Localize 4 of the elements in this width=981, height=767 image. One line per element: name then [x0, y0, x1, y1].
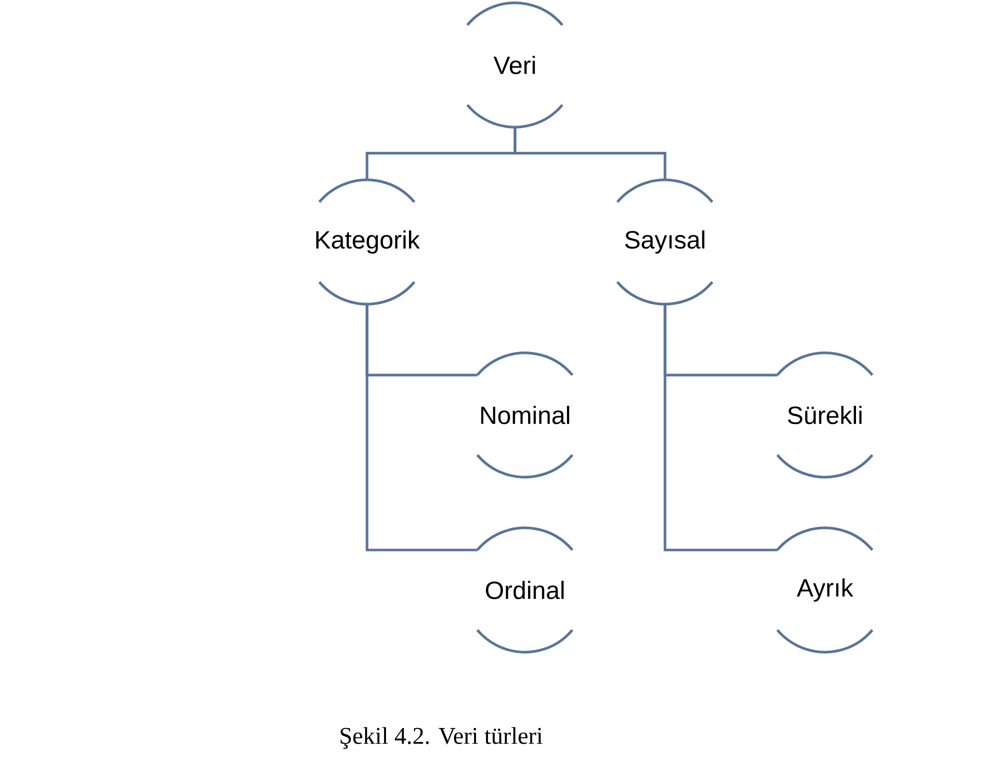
figure-caption: Şekil 4.2. Veri türleri [340, 727, 543, 749]
connector-line [664, 304, 778, 552]
connector-line [366, 304, 478, 552]
connector-line [514, 127, 666, 180]
